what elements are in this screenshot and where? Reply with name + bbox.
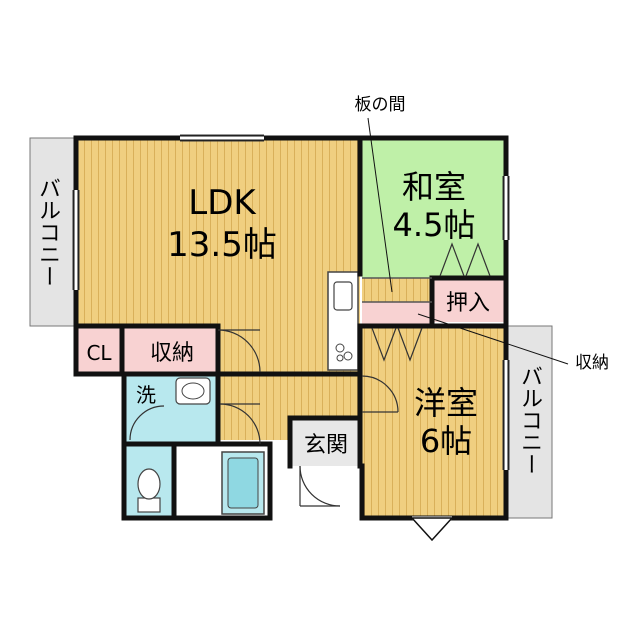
- youshitsu-floor: [362, 326, 506, 516]
- itanoma-floor: [362, 278, 430, 302]
- storage-leader-line: [417, 313, 569, 365]
- balcony-right-label: バルコニー: [517, 365, 542, 475]
- balcony-left-label: バルコニー: [35, 177, 60, 287]
- youshitsu-size: 6帖: [420, 422, 472, 460]
- balcony-right: バルコニー: [507, 325, 553, 519]
- balcony-left: バルコニー: [29, 137, 75, 327]
- thin-partitions: [362, 277, 432, 303]
- ldk-floor: [76, 138, 360, 324]
- oshiire-label: 押入: [446, 291, 490, 316]
- door-swings: [129, 242, 491, 542]
- kitchen-counter: [327, 271, 359, 371]
- walls: [73, 135, 509, 521]
- washitsu-size: 4.5帖: [393, 206, 476, 244]
- storage-callout-label: 収納: [575, 353, 609, 373]
- wash-label: 洗: [136, 383, 156, 407]
- washitsu-name: 和室: [402, 168, 466, 206]
- itanoma-label: 板の間: [355, 95, 406, 115]
- bathtub: [221, 451, 265, 515]
- window-frames: [72, 134, 510, 470]
- toilet: [137, 468, 161, 513]
- cl-area: [76, 324, 122, 374]
- itanoma-leader-line: [367, 117, 393, 293]
- ldk-size: 13.5帖: [167, 225, 277, 265]
- genkan-label: 玄関: [304, 433, 348, 458]
- ldk-name: LDK: [188, 183, 257, 223]
- youshitsu-name: 洋室: [414, 384, 478, 422]
- storage-label: 収納: [150, 341, 194, 366]
- storage-area: [122, 324, 218, 374]
- washbasin: [175, 377, 211, 405]
- oshiire-area: [432, 278, 504, 322]
- genkan-floor: [290, 418, 360, 466]
- cl-label: CL: [86, 341, 112, 365]
- storage-strip: [362, 302, 432, 326]
